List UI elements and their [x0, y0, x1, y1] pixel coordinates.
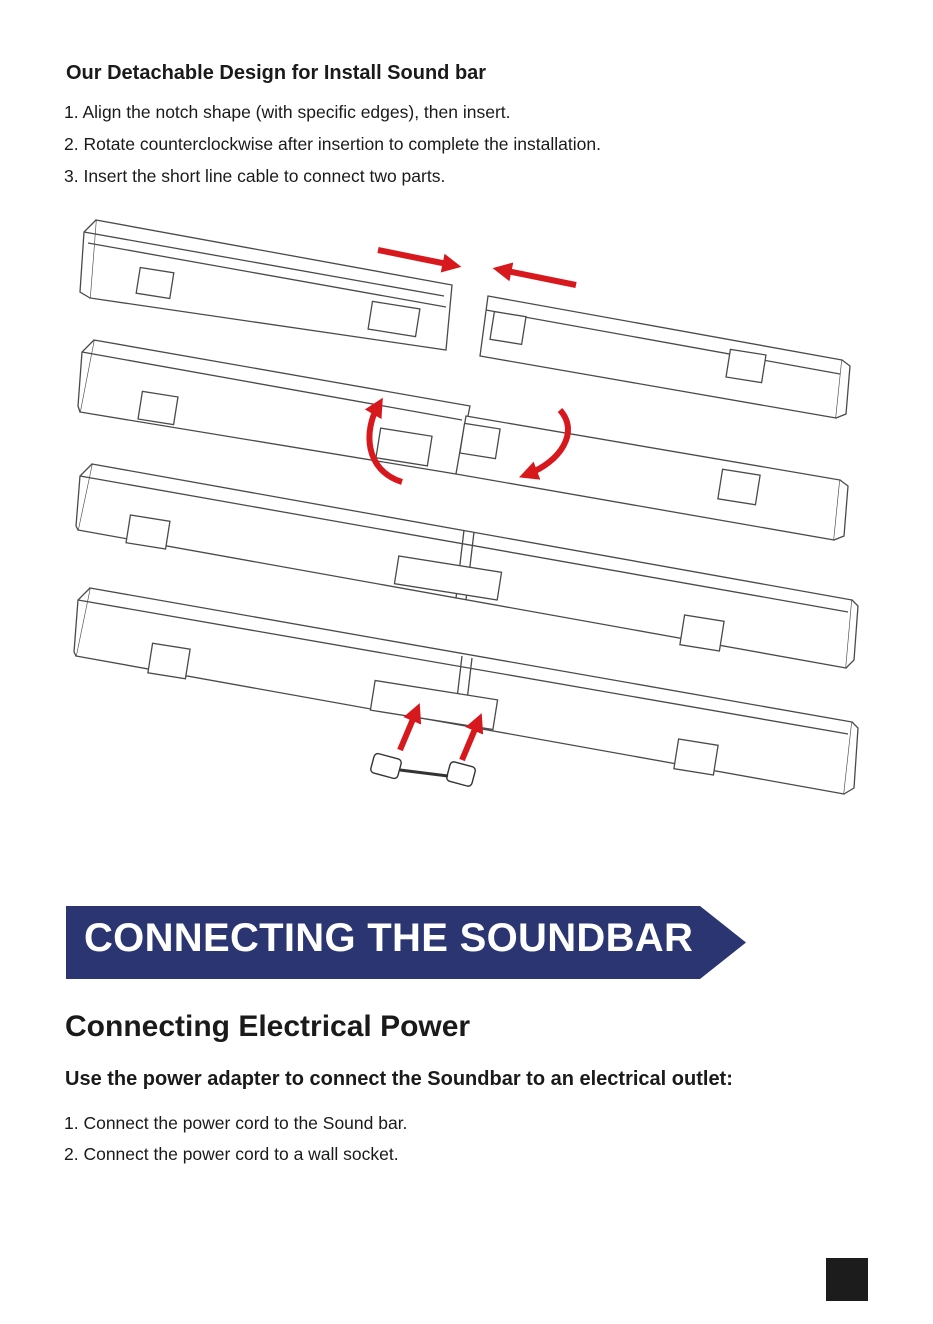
power-step: 2. Connect the power cord to a wall sock…: [64, 1144, 399, 1164]
rotate-arrow-icon: [364, 397, 404, 485]
banner-arrow-shape: [66, 906, 746, 979]
power-subheading: Use the power adapter to connect the Sou…: [65, 1068, 733, 1090]
power-step: 1. Connect the power cord to the Sound b…: [64, 1113, 408, 1133]
short-cable-icon: [370, 752, 476, 787]
soundbar-rotating-icon: [77, 339, 849, 541]
push-arrow-icon: [492, 262, 577, 288]
soundbar-left-half-icon: [79, 219, 453, 351]
soundbar-assembled-icon: [75, 463, 859, 669]
assembly-illustration: [73, 219, 859, 795]
soundbar-right-half-icon: [479, 295, 851, 419]
push-arrow-icon: [459, 713, 484, 762]
push-arrow-icon: [397, 703, 422, 752]
assembly-step: 2. Rotate counterclockwise after inserti…: [64, 134, 601, 154]
power-heading: Connecting Electrical Power: [65, 1010, 471, 1043]
assembly-steps: 1. Align the notch shape (with specific …: [64, 96, 601, 192]
push-arrow-icon: [377, 247, 462, 273]
section-title: CONNECTING THE SOUNDBAR: [84, 916, 694, 960]
assembly-heading: Our Detachable Design for Install Sound …: [66, 62, 487, 84]
assembly-step: 3. Insert the short line cable to connec…: [64, 166, 446, 186]
page-number-box: [826, 1258, 868, 1301]
section-banner: [66, 906, 746, 979]
power-steps: 1. Connect the power cord to the Sound b…: [64, 1108, 407, 1170]
rotate-arrow-icon: [519, 407, 571, 480]
assembly-step: 1. Align the notch shape (with specific …: [64, 102, 511, 122]
